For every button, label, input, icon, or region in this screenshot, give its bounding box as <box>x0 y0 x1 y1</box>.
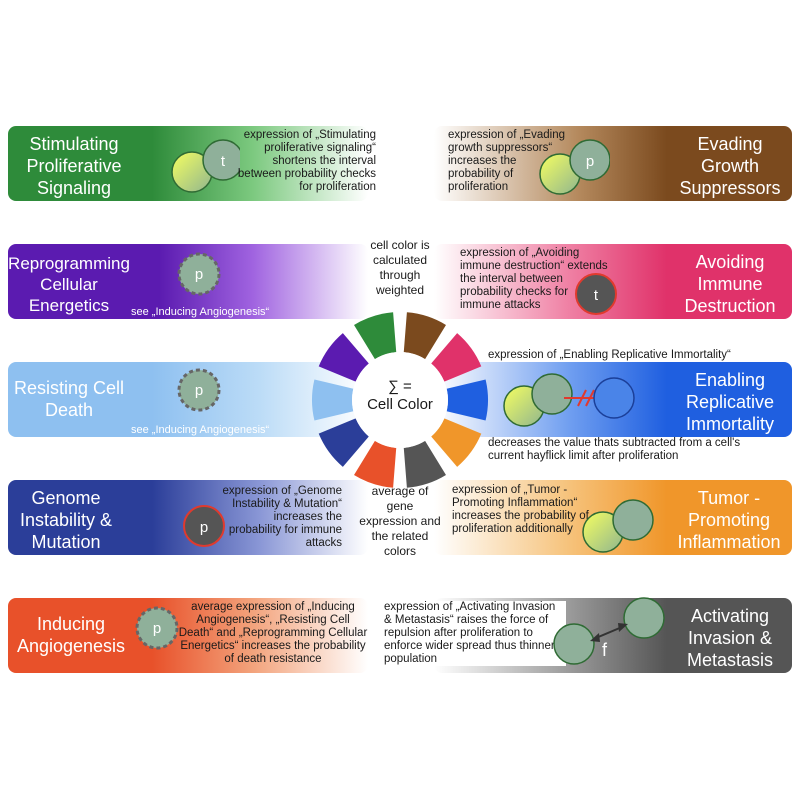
sum-formula: ∑ = <box>388 378 412 395</box>
wheel-segment-enabling <box>446 379 488 421</box>
cell-color-label: Cell Color <box>367 396 433 413</box>
immune-target-cell-icon: p <box>183 505 225 547</box>
dashed-cell-icon: p <box>177 252 221 296</box>
svg-text:p: p <box>153 620 161 637</box>
wheel-segment-evading <box>403 312 446 360</box>
svg-text:p: p <box>586 153 594 170</box>
hallmark-desc-activating: expression of „Activating Invasion & Met… <box>384 601 566 666</box>
hallmark-title-resisting: Resisting Cell Death <box>13 378 125 420</box>
hallmark-desc-avoiding: expression of „Avoiding immune destructi… <box>460 247 608 311</box>
dashed-cell-icon: p <box>135 606 179 650</box>
proliferation-cells-icon: p <box>539 139 610 195</box>
center-bottom-text: average of gene expression and the relat… <box>359 484 441 558</box>
dashed-cell-icon: p <box>177 368 221 412</box>
proliferation-cells-icon: t <box>171 139 240 193</box>
hallmark-desc-evading: expression of „Evading growth suppressor… <box>448 129 565 193</box>
svg-text:f: f <box>602 640 608 660</box>
hallmark-caption-resisting: see „Inducing Angiogenesis“ <box>131 424 270 436</box>
hallmark-title-evading: Evading Growth Suppressors <box>679 134 781 198</box>
svg-text:p: p <box>195 382 203 399</box>
wheel-segment-activating <box>403 440 446 488</box>
immune-target-cell-icon: t <box>575 273 617 315</box>
proliferation-cells-icon <box>582 499 654 553</box>
svg-text:t: t <box>594 287 599 304</box>
hallmark-desc-enabling-top: expression of „Enabling Replicative Immo… <box>488 349 768 362</box>
wheel-segment-genome <box>318 418 369 467</box>
hallmark-title-stimulating: Stimulating Proliferative Signaling <box>26 134 122 198</box>
hallmark-title-activating: Activating Invasion & Metastasis <box>686 606 774 670</box>
hallmark-title-inducing: Inducing Angiogenesis <box>16 614 126 656</box>
hallmark-desc-enabling-bottom: decreases the value thats subtracted fro… <box>488 437 758 463</box>
hallmark-desc-tumor: expression of „Tumor - Promoting Inflamm… <box>452 484 589 535</box>
hallmark-desc-stimulating: expression of „Stimulating proliferative… <box>237 129 376 193</box>
wheel-segment-tumor <box>431 418 482 467</box>
cell-letter: t <box>221 153 226 170</box>
wheel-segment-inducing <box>354 440 397 488</box>
hayflick-limit-icon <box>503 373 635 427</box>
wheel-segment-avoiding <box>431 333 482 382</box>
color-wheel <box>312 312 488 488</box>
hallmark-title-reprogramming: Reprogramming Cellular Energetics <box>8 254 130 315</box>
center-top-text: cell color is calculated through weighte… <box>370 238 430 297</box>
hallmark-desc-inducing: average expression of „Inducing Angiogen… <box>178 601 368 665</box>
wheel-segment-stimulating <box>354 312 397 360</box>
hallmark-title-avoiding: Avoiding Immune Destruction <box>684 252 776 316</box>
wheel-segment-reprogramming <box>318 333 369 382</box>
hallmark-title-tumor: Tumor - Promoting Inflammation <box>677 488 781 552</box>
hallmark-card-evading <box>434 126 792 201</box>
hallmark-caption-reprogramming: see „Inducing Angiogenesis“ <box>131 306 270 318</box>
hallmark-title-genome: Genome Instability & Mutation <box>19 488 113 552</box>
wheel-segment-resisting <box>312 379 354 421</box>
hallmark-card-inducing <box>8 598 368 673</box>
hallmark-desc-genome: expression of „Genome Instability & Muta… <box>222 485 342 549</box>
hallmark-title-enabling: Enabling Replicative Immortality <box>685 370 775 434</box>
svg-text:p: p <box>195 266 203 283</box>
svg-text:p: p <box>200 519 208 536</box>
hallmark-card-avoiding <box>434 244 792 319</box>
repulsion-cells-icon: f <box>553 597 665 665</box>
